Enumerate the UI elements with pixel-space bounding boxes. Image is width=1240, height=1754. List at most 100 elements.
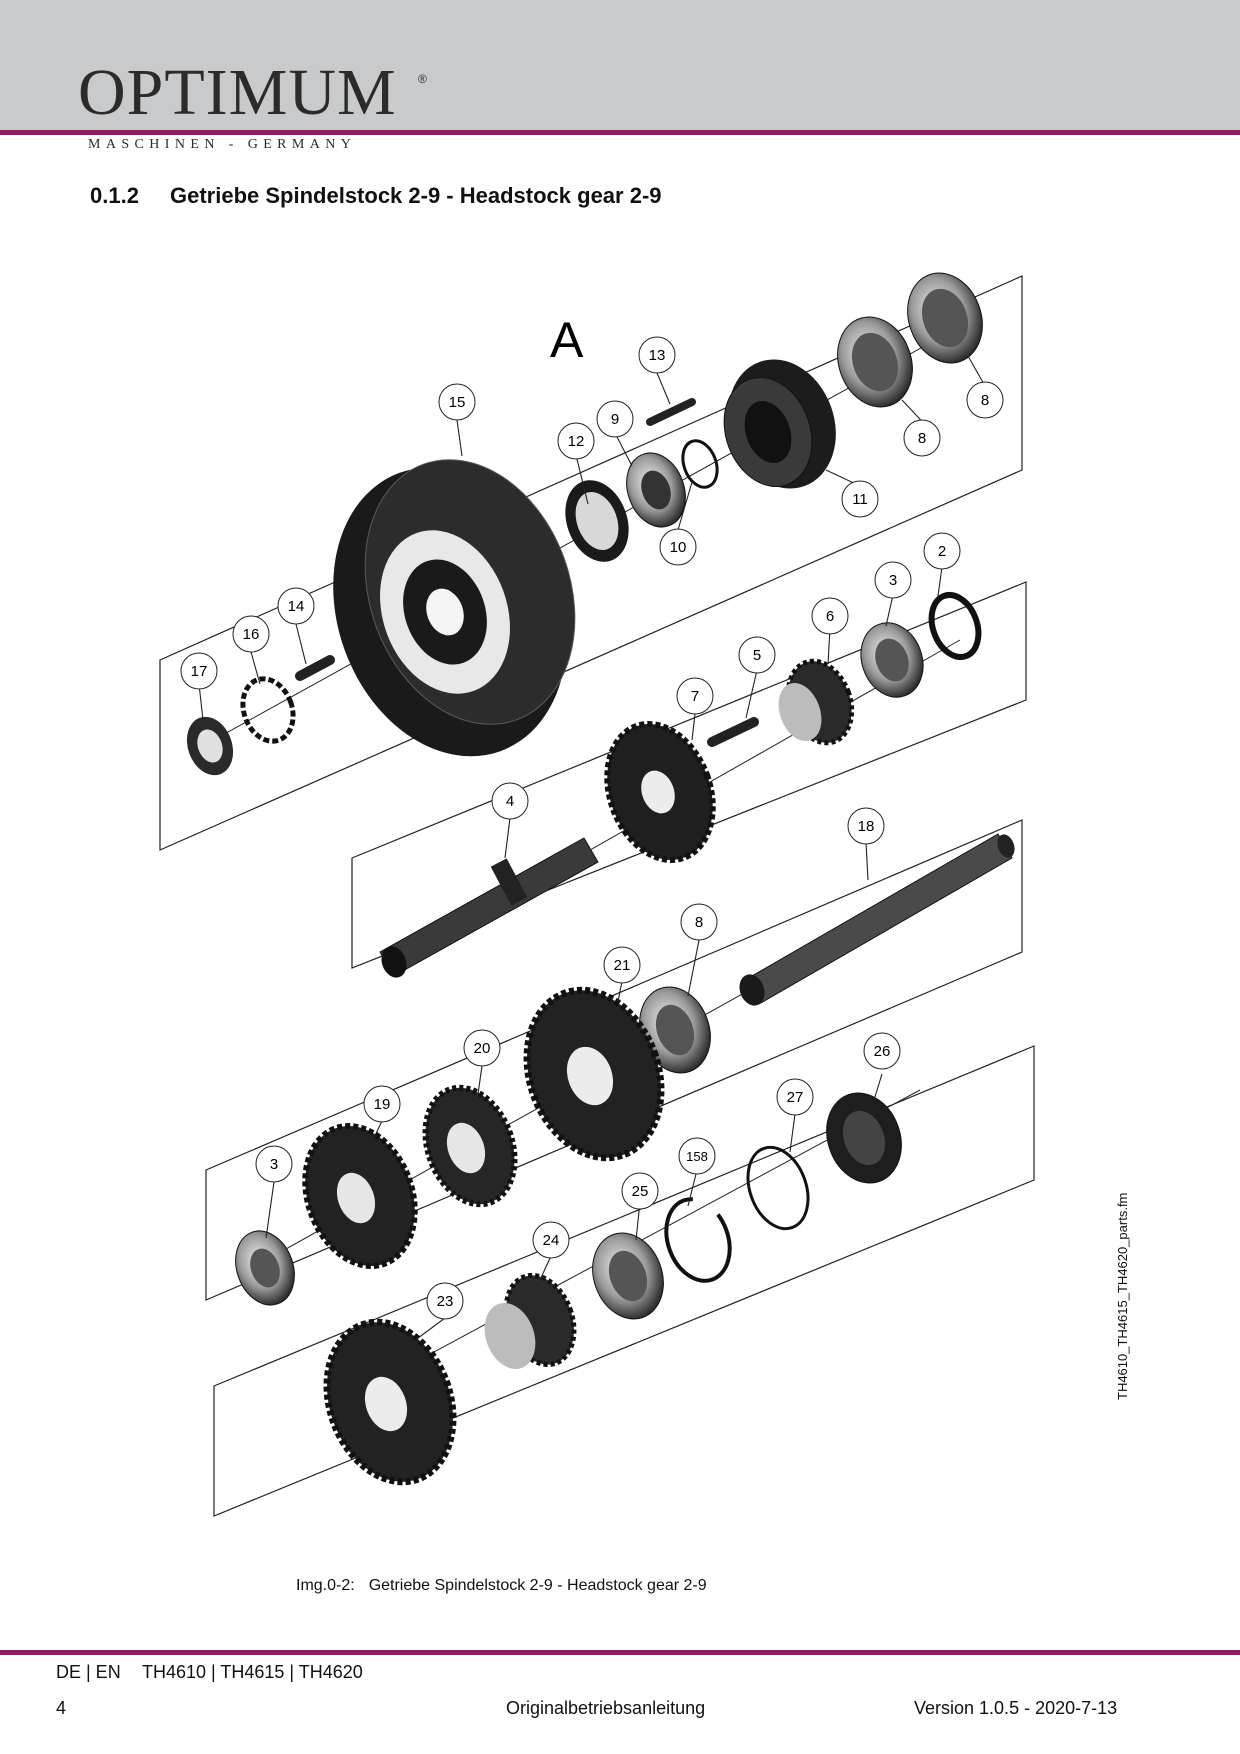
- callout-25: 25: [621, 1172, 659, 1210]
- bearing-3-lower: [235, 1230, 295, 1306]
- lock-washer-16: [240, 676, 296, 744]
- svg-text:27: 27: [787, 1089, 804, 1106]
- seal-26: [826, 1092, 902, 1184]
- callout-16: 16: [232, 615, 270, 653]
- svg-text:26: 26: [874, 1043, 891, 1060]
- callout-27: 27: [776, 1078, 814, 1116]
- svg-text:19: 19: [374, 1096, 391, 1113]
- callout-4: 4: [491, 782, 529, 820]
- callout-10: 10: [659, 528, 697, 566]
- shaft-4: [379, 837, 599, 978]
- caption-text: Getriebe Spindelstock 2-9 - Headstock ge…: [368, 1577, 707, 1594]
- footer-models: TH4610 | TH4615 | TH4620: [142, 1662, 363, 1682]
- seal-2: [928, 592, 982, 660]
- shaft-18: [739, 833, 1015, 1006]
- flange-11: [723, 359, 836, 489]
- callout-15: 15: [438, 383, 476, 421]
- svg-text:6: 6: [826, 608, 834, 625]
- bearing-3-upper: [860, 622, 924, 698]
- callout-24: 24: [532, 1221, 570, 1259]
- svg-text:25: 25: [632, 1183, 649, 1200]
- registered-mark: ®: [418, 72, 427, 86]
- spacer-ring-12: [565, 480, 629, 562]
- gear-20: [422, 1084, 518, 1208]
- callout-17: 17: [180, 652, 218, 690]
- section-title: 0.1.2 Getriebe Spindelstock 2-9 - Headsto…: [90, 183, 662, 209]
- svg-text:23: 23: [437, 1293, 454, 1310]
- svg-text:17: 17: [191, 663, 208, 680]
- key-5: [707, 717, 759, 747]
- callout-5: 5: [738, 636, 776, 674]
- svg-text:3: 3: [889, 572, 897, 589]
- svg-text:7: 7: [691, 688, 699, 705]
- caption-label: Img.0-2:: [296, 1577, 355, 1594]
- bearing-25: [592, 1232, 664, 1320]
- gear-23: [323, 1318, 457, 1486]
- callout-2: 2: [923, 532, 961, 570]
- bolt-13: [646, 398, 696, 426]
- callout-23: 23: [426, 1282, 464, 1320]
- source-filename: TH4610_TH4615_TH4620_parts.fm: [1115, 1192, 1130, 1400]
- svg-text:3: 3: [270, 1156, 278, 1173]
- callouts: 13 15 9 12 8 8 11 10 2 3 6 14 16 17 5 7 …: [180, 336, 1004, 1320]
- callout-6: 6: [811, 597, 849, 635]
- group-label-a: A: [550, 312, 584, 368]
- svg-text:18: 18: [858, 818, 875, 835]
- gear-21: [523, 986, 665, 1162]
- callout-8-b: 8: [903, 419, 941, 457]
- svg-text:15: 15: [449, 394, 466, 411]
- svg-text:8: 8: [695, 914, 703, 931]
- document-type: Originalbetriebsanleitung: [506, 1698, 706, 1718]
- callout-18: 18: [847, 807, 885, 845]
- svg-text:21: 21: [614, 957, 631, 974]
- circlip-158: [664, 1197, 732, 1283]
- bearing-9: [626, 452, 686, 528]
- gear-24: [484, 1272, 577, 1369]
- footer-languages: DE | EN: [56, 1662, 121, 1682]
- svg-text:11: 11: [852, 491, 868, 508]
- callout-12: 12: [557, 422, 595, 460]
- page-number: 4: [56, 1698, 67, 1718]
- svg-text:4: 4: [506, 793, 514, 810]
- gear-7: [604, 721, 716, 863]
- callout-20: 20: [463, 1029, 501, 1067]
- svg-text:9: 9: [611, 411, 619, 428]
- svg-text:14: 14: [288, 598, 305, 615]
- exploded-parts-diagram: A 13 15 9 12 8 8 11 10 2 3 6 14 16 17 5 …: [159, 272, 1035, 1517]
- svg-text:12: 12: [568, 433, 585, 450]
- callout-14: 14: [277, 587, 315, 625]
- brand-tagline: MASCHINEN - GERMANY: [88, 137, 357, 152]
- callout-13: 13: [638, 336, 676, 374]
- circlip-27: [746, 1145, 810, 1231]
- svg-text:2: 2: [938, 543, 946, 560]
- gear-6: [778, 658, 855, 746]
- callout-3-lower: 3: [255, 1145, 293, 1183]
- footer-rule: [0, 1650, 1240, 1655]
- header-rule: [0, 130, 1240, 135]
- svg-text:10: 10: [670, 539, 687, 556]
- callout-19: 19: [363, 1085, 401, 1123]
- callout-7: 7: [676, 677, 714, 715]
- bearing-8-upper-b: [907, 272, 983, 364]
- bearing-8-upper-a: [837, 316, 913, 408]
- circlip-10: [681, 439, 719, 489]
- svg-text:20: 20: [474, 1040, 491, 1057]
- nut-17: [186, 716, 234, 776]
- figure-caption: Img.0-2: Getriebe Spindelstock 2-9 - Head…: [296, 1577, 707, 1595]
- section-heading: Getriebe Spindelstock 2-9 - Headstock ge…: [170, 183, 662, 208]
- callout-158: 158: [678, 1137, 716, 1175]
- svg-text:8: 8: [981, 392, 989, 409]
- callout-26: 26: [863, 1032, 901, 1070]
- pulley-15: [333, 459, 576, 757]
- document-version: Version 1.0.5 - 2020-7-13: [914, 1698, 1118, 1718]
- callout-11: 11: [841, 480, 879, 518]
- frame-shaft-18: [205, 819, 1023, 1301]
- frame-shaft-23: [213, 1045, 1035, 1517]
- key-14: [295, 655, 335, 681]
- svg-text:8: 8: [918, 430, 926, 447]
- section-number: 0.1.2: [90, 183, 139, 208]
- callout-8-c: 8: [680, 903, 718, 941]
- callout-9: 9: [596, 400, 634, 438]
- brand-logo: OPTIMUM: [78, 56, 397, 129]
- gear-19: [302, 1123, 418, 1269]
